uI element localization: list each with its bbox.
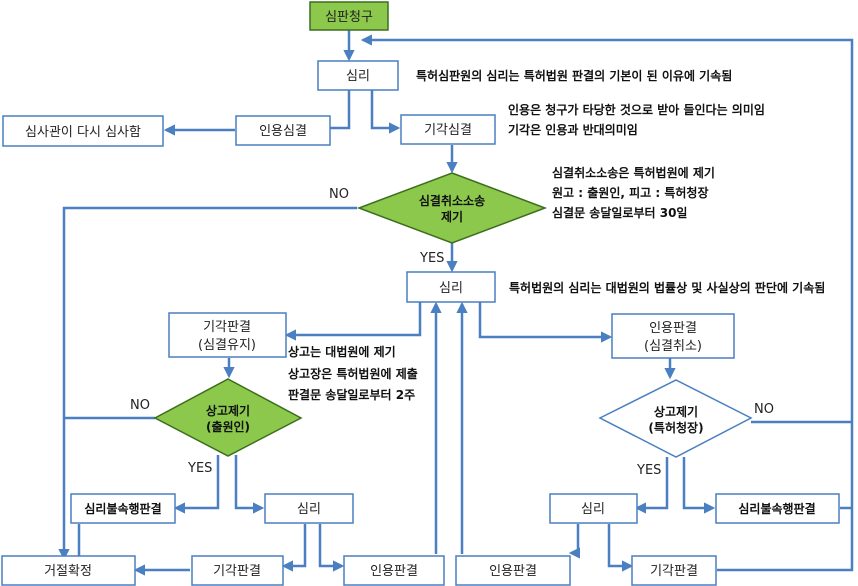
cancel-suit-line1: 심결취소소송 bbox=[419, 193, 485, 208]
start-node: 심판청구 bbox=[309, 1, 389, 31]
reject-decision-node: 기각심결 bbox=[400, 114, 496, 145]
appeal-left-line1: 상고제기 bbox=[206, 403, 250, 418]
edge-sctrial2-accept bbox=[568, 524, 580, 559]
edge-sctrial2-reject bbox=[607, 524, 634, 572]
court-trial-node: 심리 bbox=[406, 271, 496, 303]
note-appeal2: 상고장은 특허법원에 제출 bbox=[288, 366, 418, 381]
edge-appeal-left-dismiss bbox=[173, 455, 220, 514]
accept-judgment-line1: 인용판결 bbox=[649, 321, 697, 336]
dismiss-right-node: 심리불속행판결 bbox=[715, 493, 840, 524]
reject-decision-label: 기각심결 bbox=[424, 123, 472, 138]
final-reject-node: 거절확정 bbox=[1, 555, 136, 586]
appeal-left-decision: 상고제기 (출원인) bbox=[153, 378, 303, 457]
sc-accept-left-node: 인용판결 bbox=[343, 555, 445, 586]
edge-sctrial-reject bbox=[281, 524, 307, 572]
sc-reject-left-node: 기각판결 bbox=[191, 555, 284, 586]
dismiss-right-label: 심리불속행판결 bbox=[738, 501, 815, 516]
sc-reject-left-label: 기각판결 bbox=[213, 564, 261, 579]
note-appeal3: 판결문 송달일로부터 2주 bbox=[288, 387, 415, 402]
sc-accept-right-label: 인용판결 bbox=[489, 564, 537, 579]
cancel-suit-line2: 제기 bbox=[441, 209, 463, 224]
reject-judgment-line2: (심결유지) bbox=[198, 338, 256, 353]
label-appeal-right-yes: YES bbox=[636, 463, 661, 478]
edge-suit-no bbox=[58, 206, 357, 561]
trial-node: 심리 bbox=[317, 60, 399, 91]
note-appeal1: 상고는 대법원에 제기 bbox=[288, 344, 396, 359]
reject-judgment-line1: 기각판결 bbox=[203, 320, 251, 335]
edge-trial-reject bbox=[370, 90, 401, 134]
note-trial1: 특허심판원의 심리는 특허법원 판결의 기본이 된 이유에 기속됨 bbox=[416, 68, 732, 83]
label-appeal-right-no: NO bbox=[754, 402, 774, 417]
note-court-trial: 특허법원의 심리는 대법원의 법률상 및 사실상의 판단에 기속됨 bbox=[509, 280, 825, 295]
label-suit-no: NO bbox=[329, 187, 349, 202]
edge-court-accept bbox=[478, 302, 613, 343]
sc-accept-right-node: 인용판결 bbox=[455, 555, 571, 586]
reexam-node: 심사관이 다시 심사함 bbox=[2, 115, 164, 147]
appeal-right-decision: 상고제기 (특허청장) bbox=[598, 379, 753, 458]
edge-sctrial-accept bbox=[318, 524, 345, 572]
cancel-suit-decision: 심결취소소송 제기 bbox=[356, 172, 548, 244]
label-appeal-left-yes: YES bbox=[187, 461, 212, 476]
edges bbox=[58, 30, 854, 576]
sc-trial-right-node: 심리 bbox=[549, 493, 638, 524]
edge-loop-reject bbox=[360, 34, 854, 572]
sc-reject-right-label: 기각판결 bbox=[650, 564, 698, 579]
sc-reject-right-node: 기각판결 bbox=[631, 555, 717, 586]
final-reject-label: 거절확정 bbox=[44, 564, 92, 579]
appeal-right-line2: (특허청장) bbox=[648, 420, 703, 435]
accept-judgment-line2: (심결취소) bbox=[644, 339, 702, 354]
sc-trial-left-label: 심리 bbox=[297, 502, 321, 517]
start-label: 심판청구 bbox=[325, 10, 373, 25]
dismiss-left-label: 심리불속행판결 bbox=[84, 501, 161, 516]
dismiss-left-node: 심리불속행판결 bbox=[70, 493, 176, 524]
accept-decision-label: 인용심결 bbox=[259, 124, 307, 139]
note-accept-meaning: 인용은 청구가 타당한 것으로 받아 들인다는 의미임 bbox=[508, 102, 765, 117]
sc-trial-left-node: 심리 bbox=[264, 493, 354, 524]
trial-label: 심리 bbox=[346, 69, 370, 84]
note-suit3: 심결문 송달일로부터 30일 bbox=[552, 205, 687, 220]
reexam-label: 심사관이 다시 심사함 bbox=[25, 125, 141, 140]
edge-appeal-right-dismiss bbox=[682, 457, 716, 514]
sc-trial-right-label: 심리 bbox=[581, 502, 605, 517]
label-suit-yes: YES bbox=[419, 251, 444, 266]
label-appeal-left-no: NO bbox=[130, 398, 150, 413]
sc-accept-left-label: 인용판결 bbox=[370, 564, 418, 579]
edge-court-reject bbox=[284, 302, 422, 341]
reject-judgment-node: 기각판결 (심결유지) bbox=[168, 312, 287, 358]
edge-appeal-left-sctrial bbox=[234, 455, 265, 514]
accept-decision-node: 인용심결 bbox=[235, 115, 331, 146]
note-suit1: 심결취소소송은 특허법원에 제기 bbox=[552, 165, 715, 180]
court-trial-label: 심리 bbox=[439, 281, 463, 296]
note-suit2: 원고 : 출원인, 피고 : 특허청장 bbox=[552, 185, 709, 200]
edge-appeal-right-sctrial bbox=[634, 457, 669, 514]
note-reject-meaning: 기각은 인용과 반대의미임 bbox=[508, 122, 638, 137]
appeal-left-line2: (출원인) bbox=[206, 419, 250, 434]
accept-judgment-node: 인용판결 (심결취소) bbox=[611, 313, 735, 359]
appeal-right-line1: 상고제기 bbox=[654, 404, 698, 419]
